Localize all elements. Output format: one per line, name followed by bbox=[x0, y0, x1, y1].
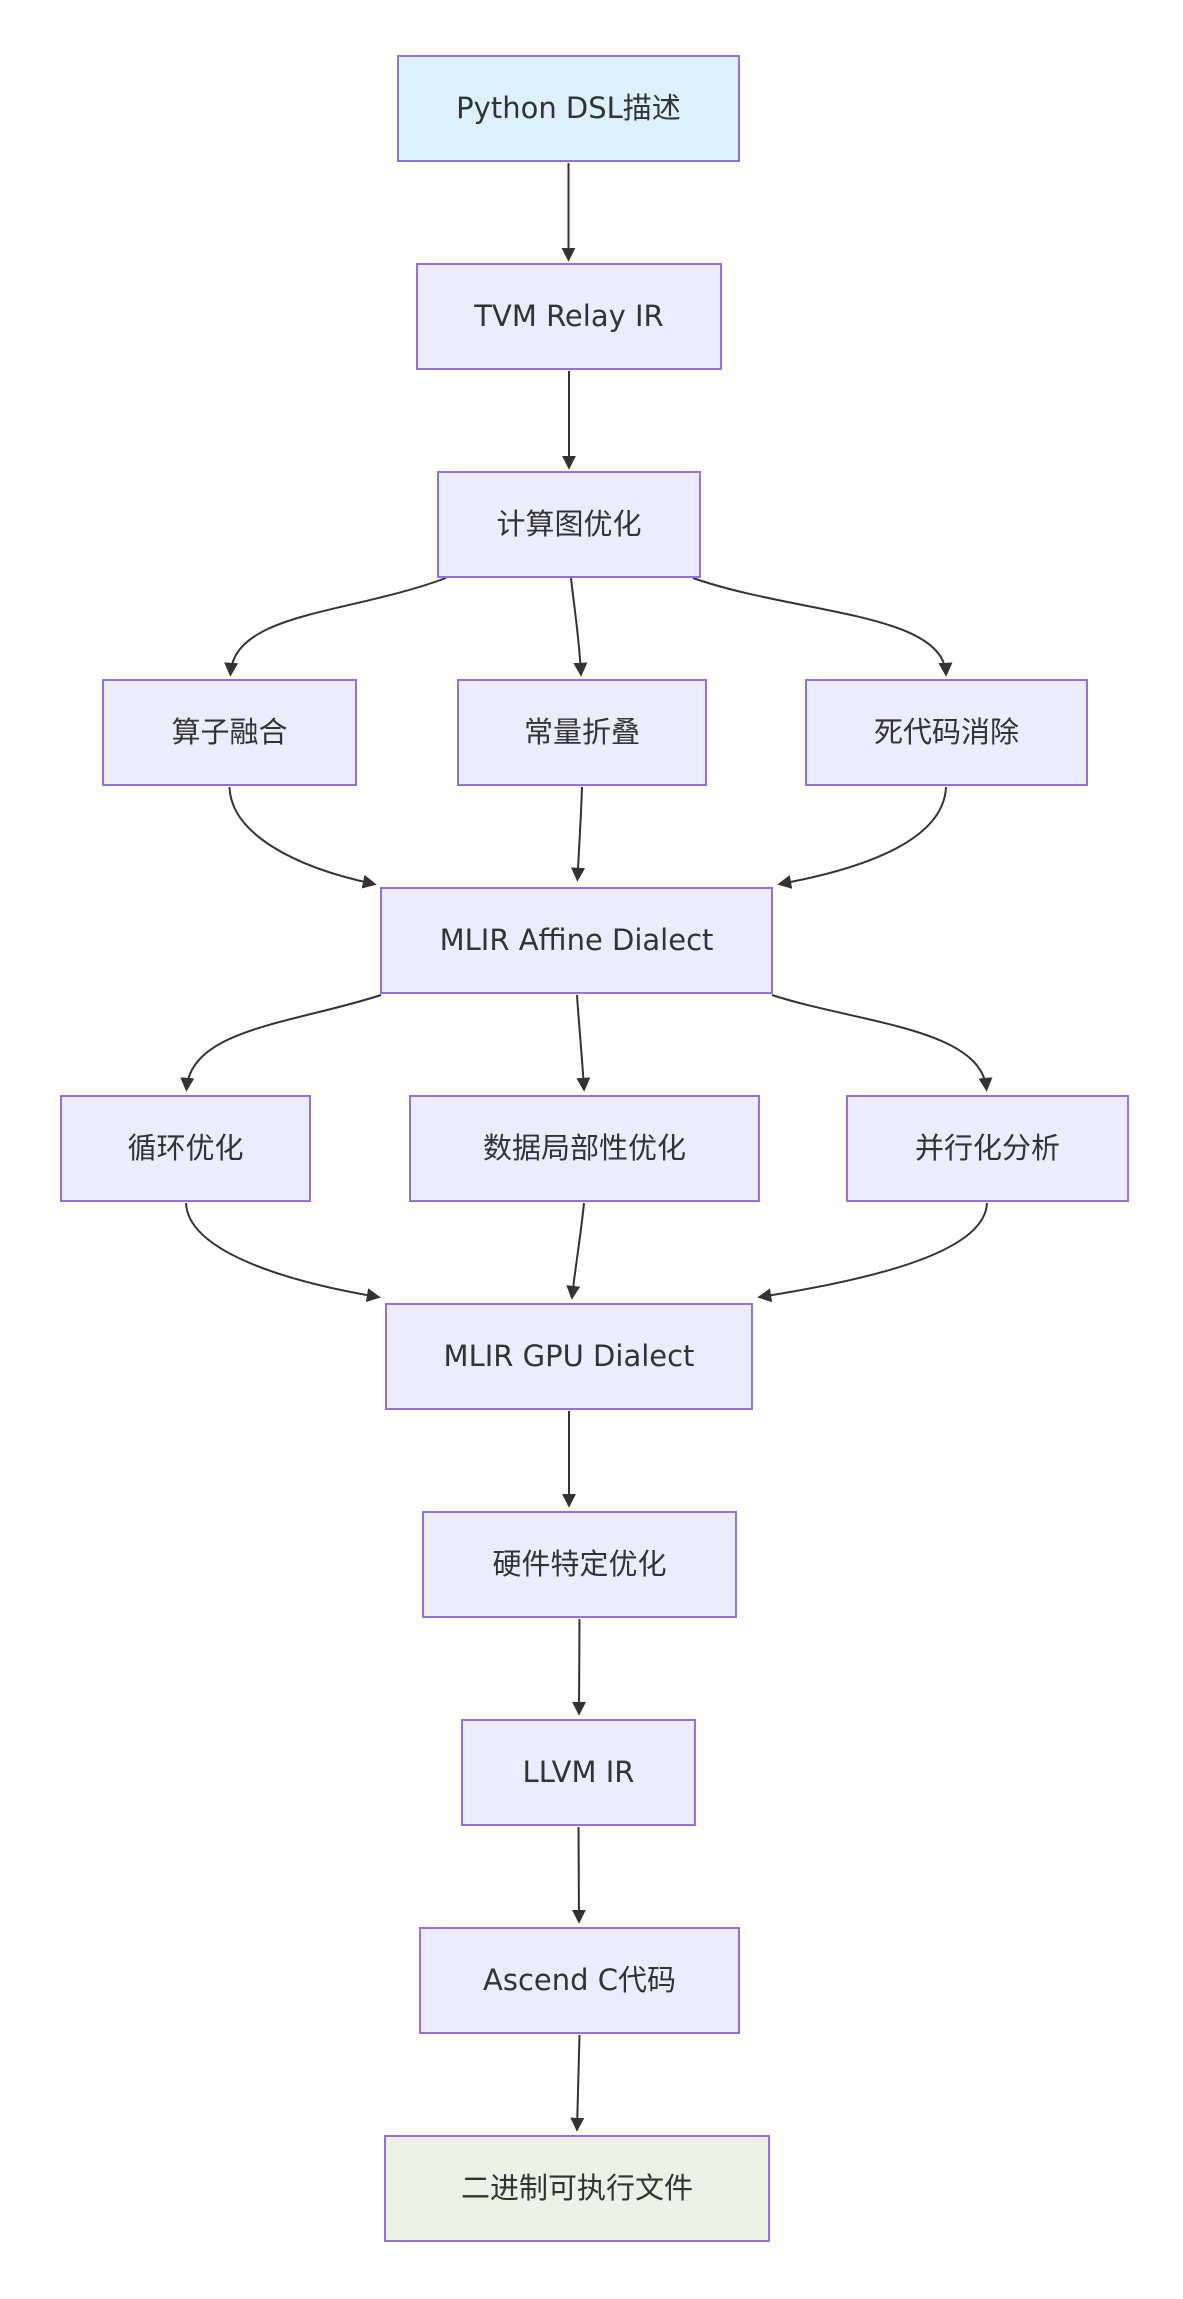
edge-llvm-ir-to-ascend-c bbox=[571, 1826, 586, 1924]
node-mlir-gpu-dialect-label: MLIR GPU Dialect bbox=[443, 1339, 695, 1374]
node-loop-optimization-label: 循环优化 bbox=[127, 1131, 244, 1166]
node-binary-executable: 二进制可执行文件 bbox=[384, 2135, 770, 2242]
node-parallelization-analysis: 并行化分析 bbox=[846, 1095, 1129, 1202]
edge-mlir-affine-to-loop-opt bbox=[180, 994, 382, 1092]
node-dead-code-elimination: 死代码消除 bbox=[805, 679, 1088, 786]
edge-parallel-to-mlir-gpu bbox=[757, 1202, 988, 1303]
node-operator-fusion: 算子融合 bbox=[102, 679, 357, 786]
node-tvm-relay-ir: TVM Relay IR bbox=[416, 263, 722, 370]
node-parallelization-analysis-label: 并行化分析 bbox=[914, 1131, 1060, 1166]
edge-op-fusion-to-mlir-affine bbox=[228, 786, 377, 889]
edge-locality-to-mlir-gpu bbox=[566, 1202, 585, 1300]
edge-const-fold-to-mlir-affine bbox=[571, 786, 586, 882]
node-mlir-affine-dialect-label: MLIR Affine Dialect bbox=[439, 923, 714, 958]
node-tvm-relay-ir-label: TVM Relay IR bbox=[474, 299, 664, 334]
edge-graph-opt-to-dce bbox=[692, 577, 953, 677]
node-mlir-gpu-dialect: MLIR GPU Dialect bbox=[385, 1303, 753, 1410]
node-hardware-specific-optimization-label: 硬件特定优化 bbox=[492, 1547, 667, 1582]
node-hardware-specific-optimization: 硬件特定优化 bbox=[422, 1511, 737, 1618]
node-constant-folding-label: 常量折叠 bbox=[523, 715, 640, 750]
node-ascend-c-code-label: Ascend C代码 bbox=[483, 1963, 676, 1998]
node-data-locality-optimization: 数据局部性优化 bbox=[409, 1095, 760, 1202]
edge-graph-opt-to-const-fold bbox=[570, 577, 588, 677]
node-ascend-c-code: Ascend C代码 bbox=[419, 1927, 740, 2034]
edge-mlir-affine-to-locality bbox=[576, 994, 591, 1092]
node-python-dsl: Python DSL描述 bbox=[397, 55, 740, 162]
node-llvm-ir: LLVM IR bbox=[461, 1719, 696, 1826]
node-graph-optimization-label: 计算图优化 bbox=[496, 507, 642, 542]
node-llvm-ir-label: LLVM IR bbox=[522, 1755, 635, 1790]
edge-mlir-affine-to-parallel bbox=[771, 994, 993, 1092]
edge-graph-opt-to-op-fusion bbox=[224, 577, 447, 677]
node-graph-optimization: 计算图优化 bbox=[437, 471, 701, 578]
node-python-dsl-label: Python DSL描述 bbox=[456, 91, 681, 126]
node-data-locality-optimization-label: 数据局部性优化 bbox=[482, 1131, 686, 1166]
node-loop-optimization: 循环优化 bbox=[60, 1095, 311, 1202]
node-dead-code-elimination-label: 死代码消除 bbox=[873, 715, 1019, 750]
edge-hw-opt-to-llvm-ir bbox=[572, 1618, 587, 1716]
edge-ascend-c-to-binary bbox=[570, 2034, 585, 2132]
node-constant-folding: 常量折叠 bbox=[457, 679, 707, 786]
node-mlir-affine-dialect: MLIR Affine Dialect bbox=[380, 887, 773, 994]
node-operator-fusion-label: 算子融合 bbox=[171, 715, 288, 750]
node-binary-executable-label: 二进制可执行文件 bbox=[460, 2171, 693, 2206]
edge-dce-to-mlir-affine bbox=[777, 786, 947, 889]
edge-loop-opt-to-mlir-gpu bbox=[185, 1202, 381, 1303]
